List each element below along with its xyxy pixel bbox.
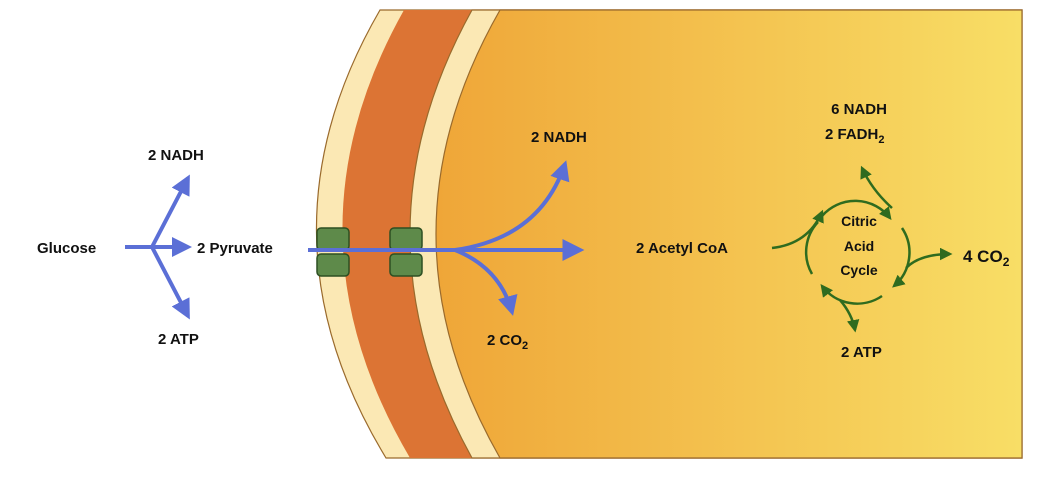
oxidation-co2-text: 2 CO bbox=[487, 332, 522, 349]
cycle-arc-right bbox=[892, 227, 911, 288]
acetyl-coa-label: 2 Acetyl CoA bbox=[636, 240, 728, 257]
cycle-nadh-label: 6 NADH bbox=[831, 101, 887, 118]
co2-output-arrow bbox=[905, 247, 953, 269]
cycle-co2-label: 4 CO2 bbox=[963, 247, 1010, 269]
cycle-label-citric: Citric bbox=[841, 213, 877, 229]
cycle-label-acid: Acid bbox=[844, 238, 874, 254]
atp-branch-arrow bbox=[150, 246, 190, 320]
cycle-fadh-label: 2 FADH2 bbox=[825, 126, 884, 146]
mitochondrial-matrix bbox=[435, 9, 1023, 459]
citric-acid-cycle: Citric Acid Cycle bbox=[771, 165, 953, 333]
cycle-arc-top bbox=[821, 199, 892, 220]
glycolysis-nadh-label: 2 NADH bbox=[148, 147, 204, 164]
oxidation-co2-label: 2 CO2 bbox=[487, 332, 528, 352]
oxidation-co2-subscript: 2 bbox=[522, 340, 528, 352]
cycle-co2-subscript: 2 bbox=[1003, 255, 1010, 269]
co2-curve-arrow bbox=[454, 248, 518, 316]
pyruvate-label: 2 Pyruvate bbox=[197, 240, 273, 257]
glycolysis-atp-label: 2 ATP bbox=[158, 331, 199, 348]
cycle-fadh-text: 2 FADH bbox=[825, 126, 878, 143]
cycle-co2-text: 4 CO bbox=[963, 247, 1003, 266]
nadh-branch-arrow bbox=[150, 174, 190, 248]
cycle-fadh-subscript: 2 bbox=[878, 134, 884, 146]
glycolysis-arrows bbox=[125, 174, 192, 320]
nadh-fadh-output-arrow bbox=[860, 165, 893, 209]
glucose-label: Glucose bbox=[37, 240, 96, 257]
oxidation-nadh-label: 2 NADH bbox=[531, 129, 587, 146]
cycle-arc-bottom bbox=[820, 283, 883, 305]
acetyl-entry-arrow bbox=[771, 209, 824, 250]
cycle-atp-label: 2 ATP bbox=[841, 344, 882, 361]
inner-transporter bbox=[389, 227, 423, 277]
nadh-curve-arrow bbox=[454, 160, 570, 252]
atp-output-arrow bbox=[839, 299, 860, 333]
cycle-label-cycle: Cycle bbox=[840, 262, 878, 278]
